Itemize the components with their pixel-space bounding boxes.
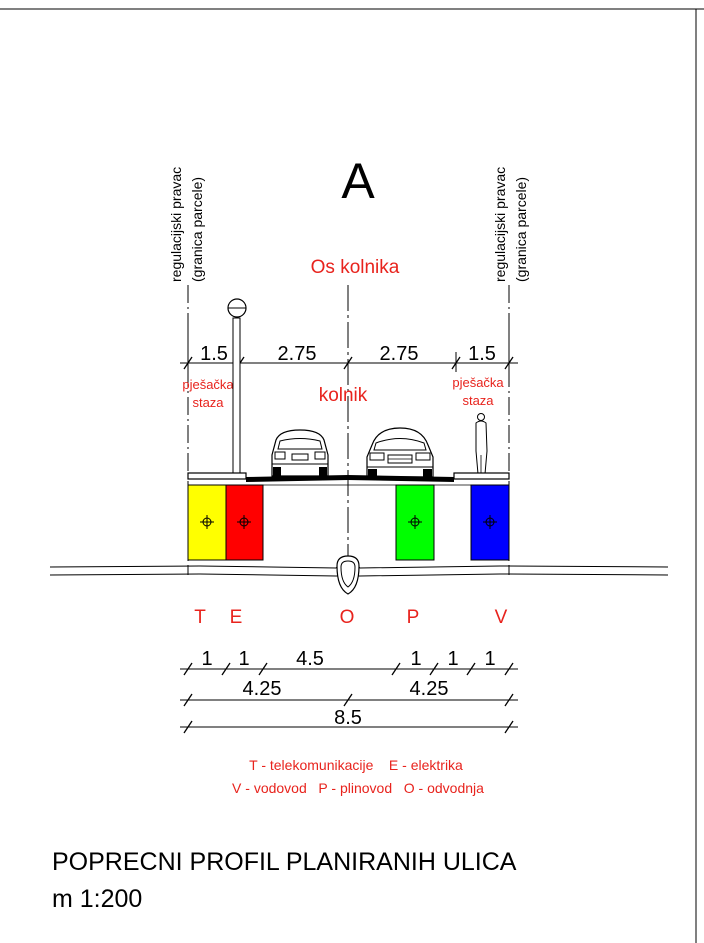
roadway-label: kolnik <box>319 385 368 406</box>
utility-code-T: T <box>194 607 206 628</box>
legend-line-2: V - vodovod P - plinovod O - odvodnja <box>232 780 484 796</box>
utility-code-O: O <box>340 607 355 628</box>
utility-duct-telecom <box>187 484 227 561</box>
utility-code-E: E <box>230 607 243 628</box>
dim-top-1: 1.5 <box>200 343 228 365</box>
dim-bottom-5: 1 <box>447 648 458 670</box>
axis-label: Os kolnika <box>311 257 400 278</box>
drawing-title: POPRECNI PROFIL PLANIRANIH ULICA <box>52 848 517 876</box>
dim-top-3: 2.75 <box>380 343 419 365</box>
dim-bottom-4: 1 <box>410 648 421 670</box>
utility-code-V: V <box>495 607 508 628</box>
section-letter: A <box>341 153 375 209</box>
boundary-label-right-1: regulacijski pravac <box>492 167 508 282</box>
legend-line-1: T - telekomunikacije E - elektrika <box>249 757 463 773</box>
sidewalk-left-label-1: pješačka <box>182 377 234 392</box>
dim-bottom-3: 4.5 <box>296 648 324 670</box>
boundary-label-right-2: (granica parcele) <box>513 177 529 282</box>
car-front-icon <box>366 427 434 478</box>
sidewalk-right-label-2: staza <box>462 393 494 408</box>
dim-bottom-9: 8.5 <box>334 707 362 729</box>
sidewalk-left-label-2: staza <box>192 395 224 410</box>
dim-top-2: 2.75 <box>278 343 317 365</box>
utility-duct-water <box>470 484 510 561</box>
boundary-label-left-1: regulacijski pravac <box>168 167 184 282</box>
utility-duct-electric <box>225 484 264 561</box>
drawing-scale: m 1:200 <box>52 885 142 913</box>
dim-bottom-8: 4.25 <box>410 678 449 700</box>
road-surface <box>187 472 510 486</box>
pedestrian-icon <box>475 413 488 475</box>
bottom-dimension-chains <box>180 662 518 734</box>
boundary-label-left-2: (granica parcele) <box>189 177 205 282</box>
sewer-pipe-icon <box>336 555 360 595</box>
sidewalk-right-label-1: pješačka <box>452 375 504 390</box>
car-rear-icon <box>271 429 329 477</box>
utility-code-P: P <box>407 607 420 628</box>
dim-bottom-1: 1 <box>201 648 212 670</box>
dim-top-4: 1.5 <box>468 343 496 365</box>
dim-bottom-7: 4.25 <box>243 678 282 700</box>
dim-bottom-2: 1 <box>238 648 249 670</box>
utility-duct-gas <box>395 484 435 561</box>
dim-bottom-6: 1 <box>484 648 495 670</box>
